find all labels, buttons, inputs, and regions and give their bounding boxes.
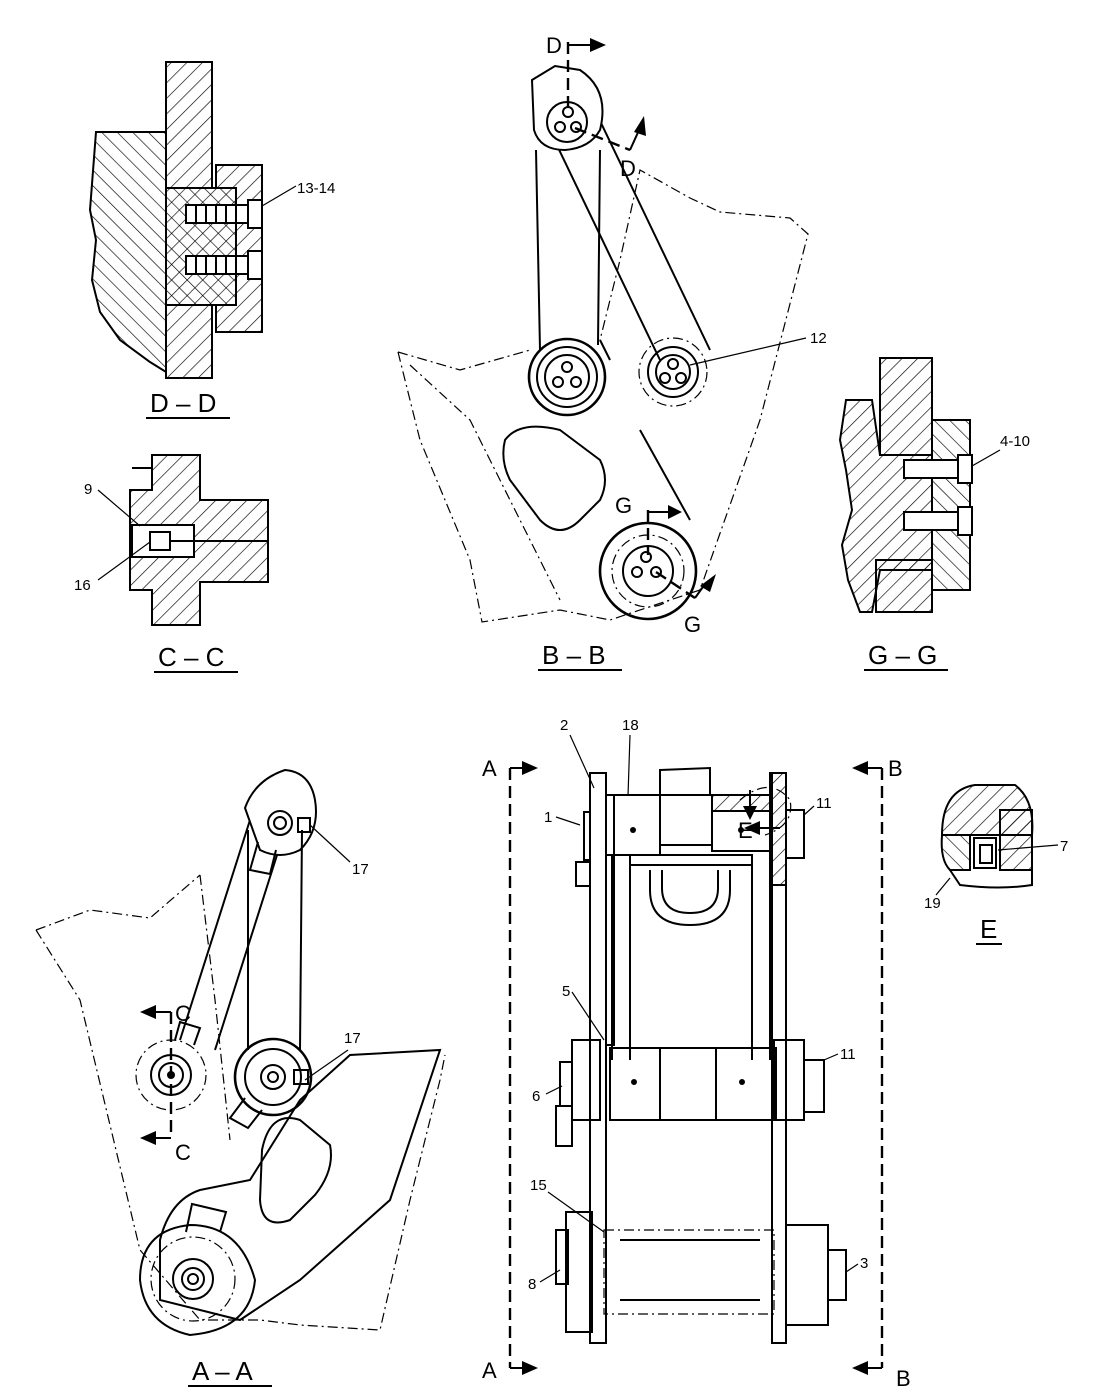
aa-pin-center bbox=[228, 1037, 313, 1130]
bb-title: B – B bbox=[542, 640, 606, 670]
view-dd: 13-14 D – D bbox=[88, 61, 335, 419]
mark-d-top: D bbox=[546, 33, 562, 58]
callout-16: 16 bbox=[74, 577, 91, 594]
callout-9: 9 bbox=[84, 481, 92, 498]
view-aa: 17 17 C C A – A bbox=[35, 768, 446, 1387]
bb-link-arm bbox=[530, 64, 711, 361]
callout-11-top: 11 bbox=[816, 795, 832, 812]
mark-c-bottom: C bbox=[175, 1140, 191, 1165]
aa-link-arm bbox=[179, 768, 317, 1051]
view-bb: 12 D D G G B – B bbox=[397, 33, 827, 671]
mark-g-bottom: G bbox=[684, 612, 701, 637]
view-cc: 9 16 C – C bbox=[74, 454, 269, 673]
callout-1: 1 bbox=[544, 809, 552, 826]
cc-title: C – C bbox=[158, 642, 224, 672]
callout-12: 12 bbox=[810, 330, 827, 347]
view-e: 7 19 E bbox=[924, 784, 1068, 945]
e-title: E bbox=[980, 914, 997, 944]
aa-title: A – A bbox=[192, 1356, 253, 1386]
callout-8: 8 bbox=[528, 1276, 536, 1293]
callout-6: 6 bbox=[532, 1088, 540, 1105]
bb-pin-right bbox=[638, 337, 708, 407]
mark-b-top: B bbox=[888, 756, 903, 781]
dd-title: D – D bbox=[150, 388, 216, 418]
mark-c-top: C bbox=[175, 1001, 191, 1026]
dd-bolts bbox=[185, 199, 263, 280]
gg-title: G – G bbox=[868, 640, 937, 670]
mark-d-bottom: D bbox=[620, 156, 636, 181]
callout-5: 5 bbox=[562, 983, 570, 1000]
callout-3: 3 bbox=[860, 1255, 868, 1272]
view-gg: 4-10 G – G bbox=[838, 357, 1030, 671]
mark-g-top: G bbox=[615, 493, 632, 518]
callout-2: 2 bbox=[560, 717, 568, 734]
callout-17-top: 17 bbox=[352, 861, 369, 878]
callout-4-10: 4-10 bbox=[1000, 433, 1030, 450]
mark-e: E bbox=[738, 818, 753, 843]
mark-a-top: A bbox=[482, 756, 497, 781]
callout-7: 7 bbox=[1060, 838, 1068, 855]
callout-13-14: 13-14 bbox=[297, 180, 335, 197]
aa-pin-lower bbox=[138, 1202, 257, 1337]
callout-11-bottom: 11 bbox=[840, 1046, 856, 1063]
bb-pin-upper bbox=[527, 337, 607, 417]
mark-a-bottom: A bbox=[482, 1358, 497, 1383]
front-elevation: A A B B bbox=[482, 717, 911, 1391]
callout-17-bottom: 17 bbox=[344, 1030, 361, 1047]
callout-15: 15 bbox=[530, 1177, 547, 1194]
callout-18: 18 bbox=[622, 717, 639, 734]
callout-19: 19 bbox=[924, 895, 941, 912]
mark-b-bottom: B bbox=[896, 1366, 911, 1391]
